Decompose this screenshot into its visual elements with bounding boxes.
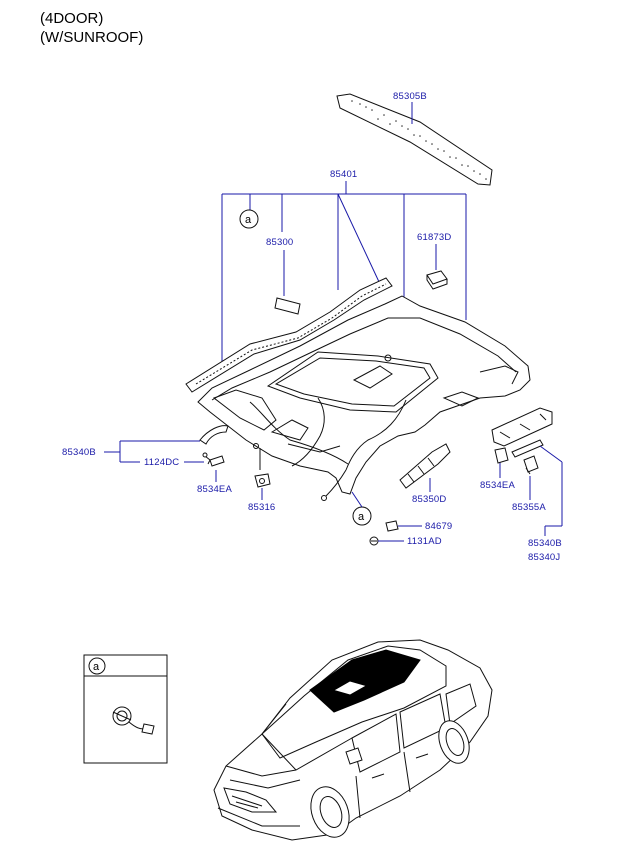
leader-85340B-left (104, 440, 200, 463)
part-85305B-label[interactable]: 85305B (393, 91, 427, 102)
part-85355A-label[interactable]: 85355A (512, 502, 546, 513)
part-85401-label[interactable]: 85401 (330, 169, 357, 180)
callout-a-lower-text: a (358, 511, 365, 523)
coat-hook-drawing[interactable] (491, 407, 553, 447)
screw-8534EA-left-drawing[interactable] (209, 455, 225, 467)
part-85300-label[interactable]: 85300 (266, 237, 293, 248)
cap-85355A-drawing[interactable] (523, 455, 539, 475)
callout-a-upper[interactable]: a (239, 209, 259, 229)
clip-84679-drawing[interactable] (385, 520, 399, 532)
leader-85340B-right (539, 445, 563, 536)
callout-a-lower[interactable]: a (352, 506, 372, 526)
callout-a-inset-text: a (93, 661, 100, 673)
screw-8534EA-right-drawing[interactable] (494, 447, 509, 464)
sunroof-pad-85305B-drawing[interactable] (336, 93, 493, 186)
part-1124DC-label[interactable]: 1124DC (144, 457, 179, 468)
pad-61873D-drawing[interactable] (426, 270, 448, 290)
part-8534EA-left-label[interactable]: 8534EA (197, 484, 232, 495)
sunroof-highlight (309, 649, 421, 713)
part-84679-label[interactable]: 84679 (425, 521, 452, 532)
screw-1131AD-drawing[interactable] (369, 536, 379, 546)
part-8534EA-right-label[interactable]: 8534EA (480, 480, 515, 491)
screw-1124DC-drawing[interactable] (202, 452, 211, 465)
pad-85300-drawing[interactable] (274, 297, 301, 315)
visor-clip-85340B-drawing[interactable] (199, 425, 229, 445)
grab-handle-85350D-drawing[interactable] (399, 443, 451, 489)
callout-a-inset[interactable]: a (88, 657, 106, 675)
part-85316-label[interactable]: 85316 (248, 502, 275, 513)
part-85340J-label[interactable]: 85340J (528, 552, 560, 563)
front-trim-strip-drawing[interactable] (185, 277, 393, 393)
connector-detail-drawing[interactable] (112, 706, 155, 735)
callout-a-upper-text: a (245, 214, 252, 226)
variant-door-label: (4DOOR) (40, 10, 103, 27)
part-85340B-left-label[interactable]: 85340B (62, 447, 96, 458)
leader-a-lower (351, 491, 363, 508)
visor-rod-85340B-drawing[interactable] (511, 439, 544, 458)
part-85340B-right-label[interactable]: 85340B (528, 538, 562, 549)
headliner-drawing[interactable] (197, 295, 531, 501)
clip-85316-drawing[interactable] (254, 473, 271, 488)
part-61873D-label[interactable]: 61873D (417, 232, 451, 243)
variant-sunroof-label: (W/SUNROOF) (40, 29, 143, 46)
part-1131AD-label[interactable]: 1131AD (407, 536, 442, 547)
car-location-illustration (213, 639, 493, 841)
part-85350D-label[interactable]: 85350D (412, 494, 446, 505)
